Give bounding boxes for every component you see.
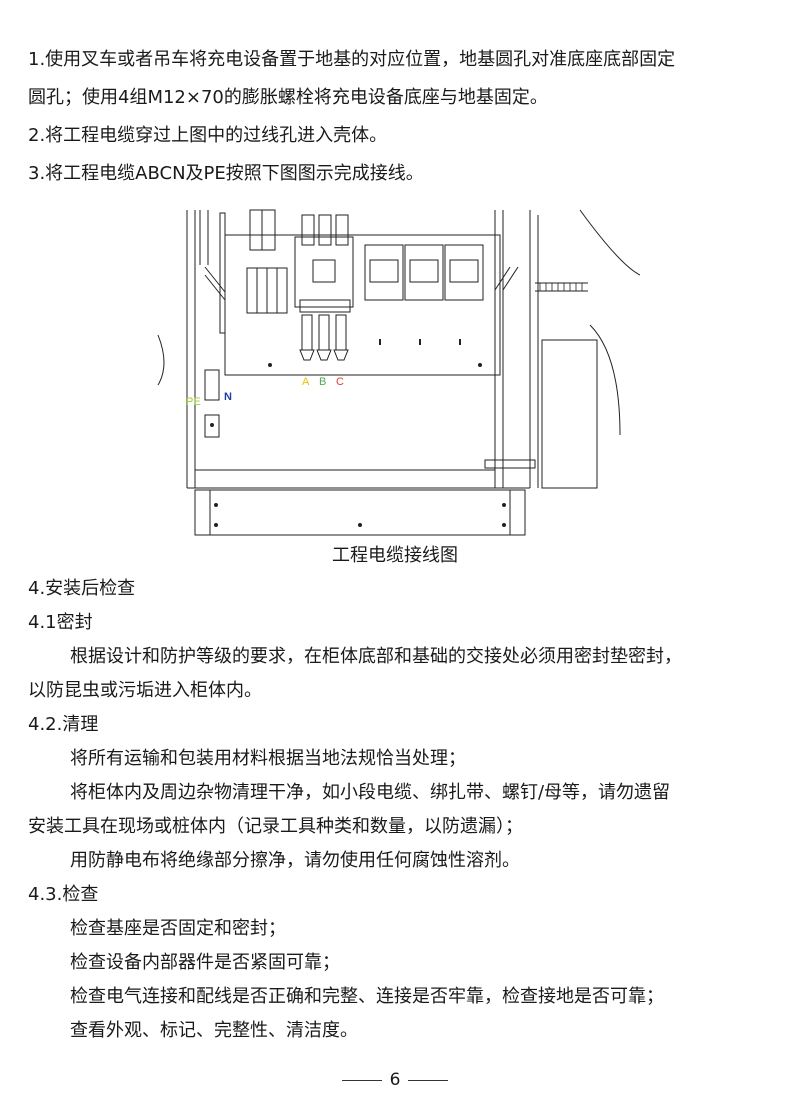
c-label: C (336, 376, 344, 388)
figure-caption: 工程电缆接线图 (332, 545, 458, 566)
cleaning-heading: 4.2.清理 (28, 714, 99, 735)
check-item: 检查基座是否固定和密封； (70, 918, 286, 939)
n-label: N (224, 391, 232, 403)
sealing-heading: 4.1密封 (28, 612, 93, 633)
pe-label: PE (186, 396, 201, 408)
step1-line2: 圆孔；使用4组M12×70的膨胀螺栓将充电设备底座与地基固定。 (28, 87, 548, 108)
page-footer: 6 (0, 1068, 790, 1092)
footer-rule-left (341, 1079, 382, 1081)
sealing-para-line2: 以防昆虫或污垢进入柜体内。 (28, 680, 262, 701)
step3-text: 3.将工程电缆ABCN及PE按照下图图示完成接线。 (28, 163, 424, 184)
a-label: A (302, 376, 310, 388)
cleaning-para-2-line2: 安装工具在现场或桩体内（记录工具种类和数量，以防遗漏）； (28, 816, 523, 837)
page-number: 6 (389, 1070, 401, 1090)
cleaning-para-3: 用防静电布将绝缘部分擦净，请勿使用任何腐蚀性溶剂。 (70, 850, 520, 871)
check-item: 查看外观、标记、完整性、清洁度。 (70, 1020, 358, 1041)
footer-rule-right (408, 1079, 449, 1081)
check-item: 检查电气连接和配线是否正确和完整、连接是否牢靠，检查接地是否可靠； (70, 986, 664, 1007)
check-item: 检查设备内部器件是否紧固可靠； (70, 952, 340, 973)
step1-line1: 1.使用叉车或者吊车将充电设备置于地基的对应位置，地基圆孔对准底座底部固定 (28, 49, 676, 70)
cabinet-drawing: PE N A B C (157, 209, 641, 536)
sealing-para-line1: 根据设计和防护等级的要求，在柜体底部和基础的交接处必须用密封垫密封， (70, 646, 682, 667)
cleaning-para-1: 将所有运输和包装用材料根据当地法规恰当处理； (70, 748, 466, 769)
b-label: B (319, 376, 326, 388)
check-heading: 4.3.检查 (28, 884, 99, 905)
step2-text: 2.将工程电缆穿过上图中的过线孔进入壳体。 (28, 125, 388, 146)
cleaning-para-2-line1: 将柜体内及周边杂物清理干净，如小段电缆、绑扎带、螺钉/母等，请勿遗留 (70, 782, 671, 803)
cable-wiring-diagram: PE N A B C (150, 205, 641, 540)
section4-heading: 4.安装后检查 (28, 578, 136, 599)
